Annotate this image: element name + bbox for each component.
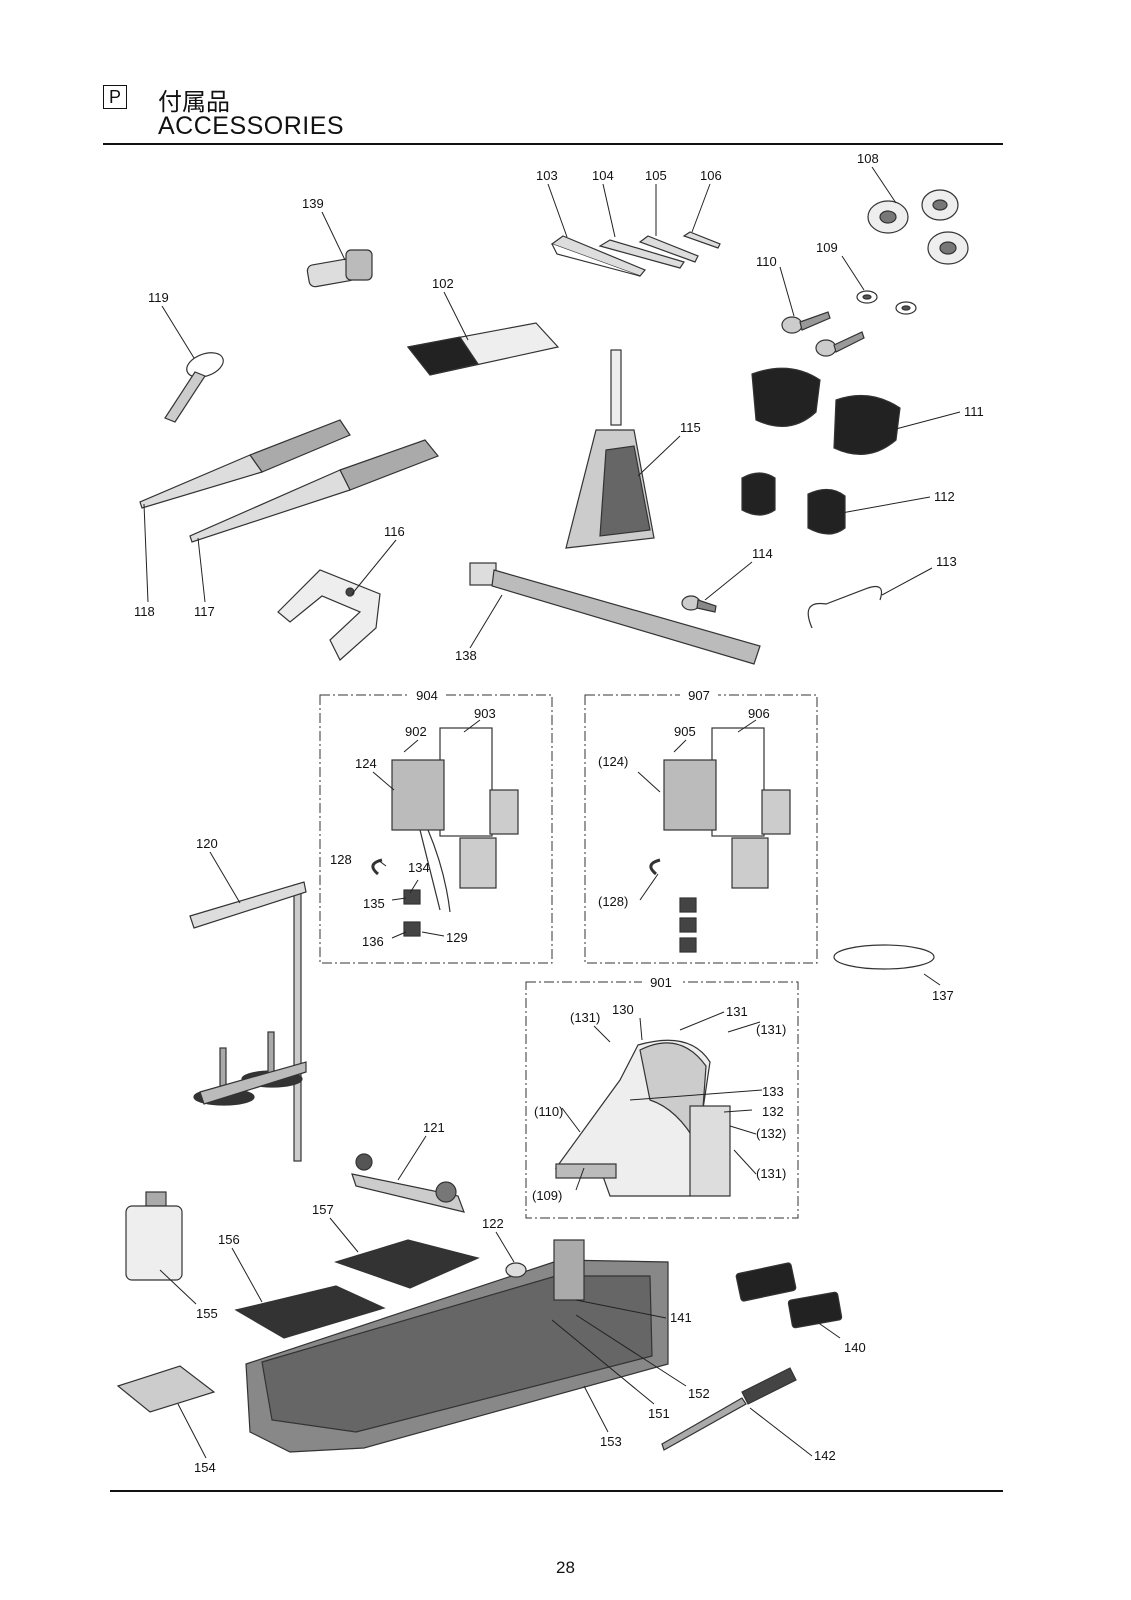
oil-can [125,1191,183,1281]
label-121: 121 [423,1120,445,1135]
title-english: ACCESSORIES [158,112,345,140]
oil-bottle [565,349,655,549]
label-140: 140 [844,1340,866,1355]
header-rule [103,143,1003,145]
label-128-ref: (128) [598,894,628,909]
label-131-ref-a: (131) [570,1010,600,1025]
page-number: 28 [556,1558,575,1577]
label-102: 102 [432,276,454,291]
block-pieces [735,1262,843,1329]
label-156: 156 [218,1232,240,1247]
label-132: 132 [762,1104,784,1119]
label-110-ref: (110) [534,1104,563,1119]
assembly-904-parts [371,727,519,937]
label-153: 153 [600,1434,622,1449]
label-115: 115 [680,420,701,435]
label-903: 903 [474,706,496,721]
hex-key-set [550,231,721,277]
label-116: 116 [384,524,405,539]
label-124: 124 [355,756,377,771]
label-109: 109 [816,240,838,255]
label-105: 105 [645,168,667,183]
label-114: 114 [752,546,773,561]
air-hose [833,944,935,970]
label-112: 112 [934,489,955,504]
bobbins [867,189,969,265]
label-151: 151 [648,1406,670,1421]
label-108: 108 [857,151,879,166]
label-109-ref: (109) [532,1188,562,1203]
label-905: 905 [674,724,696,739]
cable-tie [469,562,761,665]
group-title-904: 904 [416,688,438,703]
label-139: 139 [302,196,324,211]
label-128: 128 [330,852,352,867]
section-letter-box: P [103,85,127,109]
label-122: 122 [482,1216,504,1231]
assembly-907-parts [649,727,791,953]
label-142: 142 [814,1448,836,1463]
label-117: 117 [194,604,215,619]
cleaning-cloth [116,1365,216,1413]
label-906: 906 [748,706,770,721]
label-133: 133 [762,1084,784,1099]
screws-and-washers [781,290,917,357]
label-135: 135 [363,896,385,911]
part-labels: 103 104 105 106 108 139 102 109 110 119 … [134,151,984,1475]
bracket [277,569,381,661]
label-110: 110 [756,254,777,269]
label-131-ref-b: (131) [756,1022,786,1037]
label-106: 106 [700,168,722,183]
label-131-ref-c: (131) [756,1166,786,1181]
screwdrivers [139,419,439,543]
label-129: 129 [446,930,468,945]
needle-package [406,322,560,376]
label-902: 902 [405,724,427,739]
label-132-ref: (132) [756,1126,786,1141]
drip-tray [245,1239,669,1453]
thread-stand [189,881,307,1162]
leader-lines [143,166,961,1459]
label-120: 120 [196,836,218,851]
label-138: 138 [455,648,477,663]
rubber-mats [234,1239,480,1339]
elbow-fitting [306,249,373,288]
label-154: 154 [194,1460,216,1475]
title-japanese: 付属品 [158,88,230,116]
footer-rule [110,1490,1003,1492]
label-104: 104 [592,168,614,183]
label-124-ref: (124) [598,754,628,769]
label-157: 157 [312,1202,334,1217]
threading-tool [164,352,224,423]
label-118: 118 [134,604,155,619]
label-131: 131 [726,1004,748,1019]
label-113: 113 [936,554,957,569]
label-152: 152 [688,1386,710,1401]
label-155: 155 [196,1306,218,1321]
label-130: 130 [612,1002,634,1017]
label-103: 103 [536,168,558,183]
rubber-cushions [741,367,901,535]
long-screwdriver [661,1367,797,1451]
group-title-907: 907 [688,688,710,703]
group-title-901: 901 [650,975,672,990]
small-screw-and-spring [681,585,883,629]
lever-assembly [351,1153,465,1213]
label-134: 134 [408,860,430,875]
label-136: 136 [362,934,384,949]
label-119: 119 [148,290,169,305]
label-141: 141 [670,1310,692,1325]
label-111: 111 [964,404,984,419]
label-137: 137 [932,988,954,1003]
